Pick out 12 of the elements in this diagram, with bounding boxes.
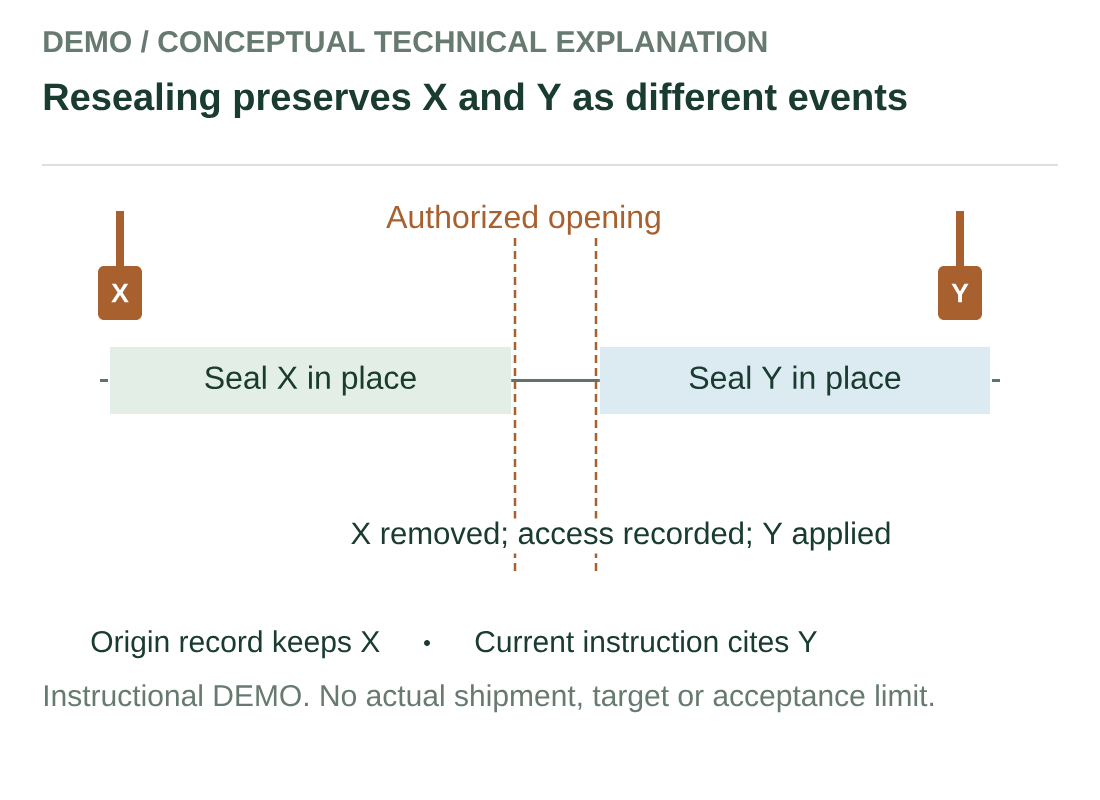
summary-text: Current instruction cites Y: [475, 630, 817, 653]
connector-line: [511, 379, 600, 382]
event-note: X removed; access recorded; Y applied: [347, 518, 895, 554]
seal-period-bar: Seal X in place: [110, 347, 511, 414]
seal-tag: X: [98, 266, 142, 320]
title: Resealing preserves X and Y as different events: [44, 82, 907, 119]
footnote-text: Instructional DEMO. No actual shipment, target or acceptance limit.: [45, 684, 934, 713]
kicker-text: DEMO / CONCEPTUAL TECHNICAL EXPLANATION: [44, 30, 767, 53]
seal-tag: Y: [938, 266, 982, 320]
boundary-label: Authorized opening: [386, 204, 660, 235]
seal-period-bar: Seal Y in place: [600, 347, 990, 414]
summary-text: Origin record keeps X: [91, 630, 380, 659]
